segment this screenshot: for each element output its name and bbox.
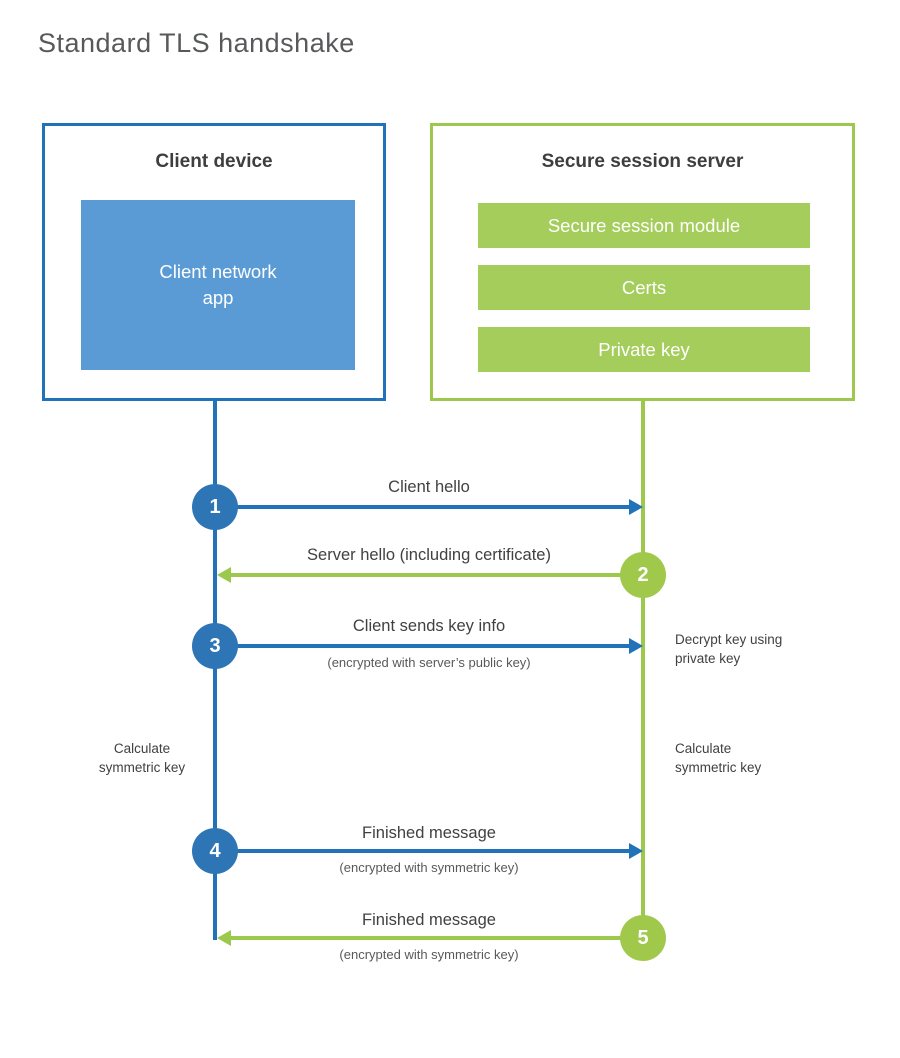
server-module-certs: Certs <box>478 265 810 310</box>
arrow-right-icon <box>629 638 643 654</box>
server-title: Secure session server <box>541 151 744 172</box>
step-3-sublabel: (encrypted with server’s public key) <box>327 655 531 670</box>
server-module-private-key: Private key <box>478 327 810 372</box>
arrow-right-icon <box>629 499 643 515</box>
server-lifeline <box>641 401 645 938</box>
arrow-left-icon <box>217 567 231 583</box>
client-device-box: Client device Client network app <box>42 123 386 401</box>
page-title: Standard TLS handshake <box>38 28 355 58</box>
step-1-arrow-line <box>215 505 629 509</box>
step-5-circle: 5 <box>620 915 666 961</box>
step-2-circle: 2 <box>620 552 666 598</box>
step-1-label: Client hello <box>388 478 470 496</box>
step-3-arrow-line <box>215 644 629 648</box>
client-lifeline <box>213 401 217 940</box>
server-module-secure-session: Secure session module <box>478 203 810 248</box>
step-2-arrow-line <box>231 573 643 577</box>
client-network-app-box: Client network app <box>81 200 355 370</box>
step-2-label: Server hello (including certificate) <box>307 546 551 564</box>
step-5-arrow-line <box>231 936 643 940</box>
step-3-circle: 3 <box>192 623 238 669</box>
step-4-arrow-line <box>215 849 629 853</box>
note-calc-symmetric-right: Calculate symmetric key <box>675 741 762 775</box>
step-3-label: Client sends key info <box>352 617 506 635</box>
step-1-circle: 1 <box>192 484 238 530</box>
client-device-title: Client device <box>155 151 273 172</box>
step-4-circle: 4 <box>192 828 238 874</box>
arrow-left-icon <box>217 930 231 946</box>
server-box: Secure session server Secure session mod… <box>430 123 855 401</box>
step-4-label: Finished message <box>362 824 496 842</box>
arrow-right-icon <box>629 843 643 859</box>
step-5-label: Finished message <box>362 911 496 929</box>
note-calc-symmetric-left: Calculate symmetric key <box>98 741 186 775</box>
step-5-sublabel: (encrypted with symmetric key) <box>339 947 519 962</box>
note-decrypt-key: Decrypt key using private key <box>675 632 783 666</box>
step-4-sublabel: (encrypted with symmetric key) <box>339 860 519 875</box>
